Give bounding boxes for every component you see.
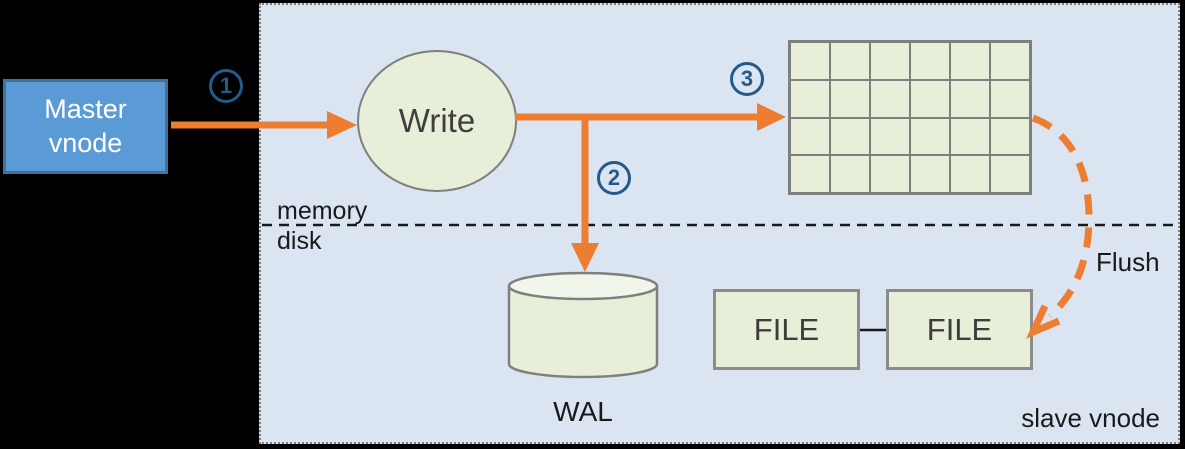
memtable-cell [790,42,830,80]
step-number: 3 [740,66,754,91]
memtable-cell [830,79,870,118]
wal-label: WAL [553,396,613,427]
file-label: FILE [753,311,820,347]
memtable-cell [990,42,1030,80]
memtable-cell [950,155,990,193]
memtable-cell [990,155,1030,193]
file-node-1: FILE [713,289,860,370]
memtable-cell [870,79,910,118]
disk-label: disk [277,227,322,255]
memtable-cell [990,117,1030,156]
step-number: 1 [219,73,233,98]
file-node-2: FILE [886,289,1033,370]
memtable-cell [790,79,830,118]
memtable-cell [790,155,830,193]
memtable-cell [950,42,990,80]
memory-label: memory [277,197,368,225]
memtable-cell [830,117,870,156]
step-badge-2: 2 [597,161,631,195]
step-badge-3: 3 [730,62,764,96]
memtable-grid [788,40,1032,195]
slave-vnode-label: slave vnode [1021,403,1160,433]
memtable-cell [910,79,950,118]
memtable-cell [950,79,990,118]
memtable-cell [950,117,990,156]
memtable-cell [870,42,910,80]
step-number: 2 [607,165,621,190]
write-node: Write [357,50,517,192]
flush-label: Flush [1096,247,1160,277]
master-vnode-label: Master vnode [44,93,127,158]
memtable-cell [990,79,1030,118]
memtable-cell [910,155,950,193]
memtable-cell [870,155,910,193]
memtable-cell [790,117,830,156]
memtable-cell [830,155,870,193]
memtable-cell [870,117,910,156]
write-label: Write [398,102,476,139]
memtable-cell [830,42,870,80]
master-vnode-node: Master vnode [3,79,168,174]
step-badge-1: 1 [209,69,243,103]
memtable-cell [910,117,950,156]
file-label: FILE [926,311,993,347]
memtable-cell [910,42,950,80]
